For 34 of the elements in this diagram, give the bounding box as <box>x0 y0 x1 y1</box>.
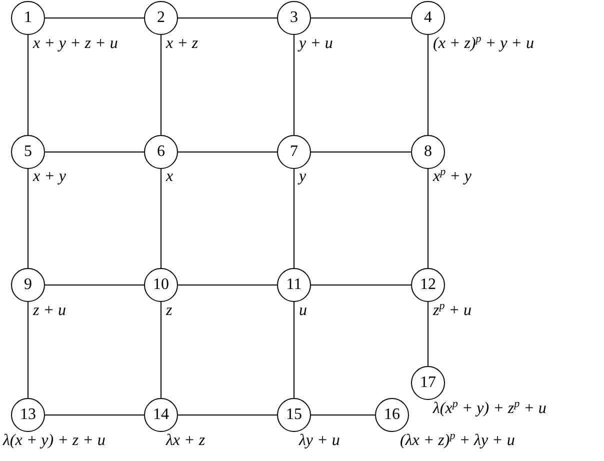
connector-line <box>178 284 278 286</box>
node-circle: 1 <box>11 1 45 35</box>
node-circle: 3 <box>277 1 311 35</box>
connector-line <box>160 34 162 136</box>
node-circle: 16 <box>375 398 409 432</box>
node-formula: x$^{p}$ + y <box>433 168 472 186</box>
connector-line <box>310 414 376 416</box>
node-circle: 9 <box>11 268 45 302</box>
node-circle: 8 <box>411 135 445 169</box>
node-circle: 15 <box>277 398 311 432</box>
node-circle: 2 <box>144 1 178 35</box>
node-circle: 12 <box>411 268 445 302</box>
node-circle: 6 <box>144 135 178 169</box>
node-formula: λ(x + y) + z + u <box>3 432 106 450</box>
node-circle: 7 <box>277 135 311 169</box>
node-formula: (λx + z)$^{p}$ + λy + u <box>400 432 515 450</box>
node-formula: λy + u <box>299 432 340 450</box>
node-circle: 10 <box>144 268 178 302</box>
connector-line <box>160 302 162 398</box>
node-circle: 11 <box>277 268 311 302</box>
node-circle: 14 <box>144 398 178 432</box>
node-formula: x + y <box>33 168 66 186</box>
connector-line <box>44 414 144 416</box>
node-circle: 17 <box>411 366 445 400</box>
node-circle: 4 <box>411 1 445 35</box>
node-formula: y <box>299 168 306 186</box>
connector-line <box>160 168 162 268</box>
connector-line <box>310 284 412 286</box>
node-circle: 13 <box>11 398 45 432</box>
connector-line <box>44 284 144 286</box>
node-formula: (x + z)$^{p}$ + y + u <box>433 35 534 53</box>
connector-line <box>178 414 278 416</box>
node-formula: λ(x$^{p}$ + y) + z$^{p}$ + u <box>433 400 546 418</box>
node-circle: 5 <box>11 135 45 169</box>
